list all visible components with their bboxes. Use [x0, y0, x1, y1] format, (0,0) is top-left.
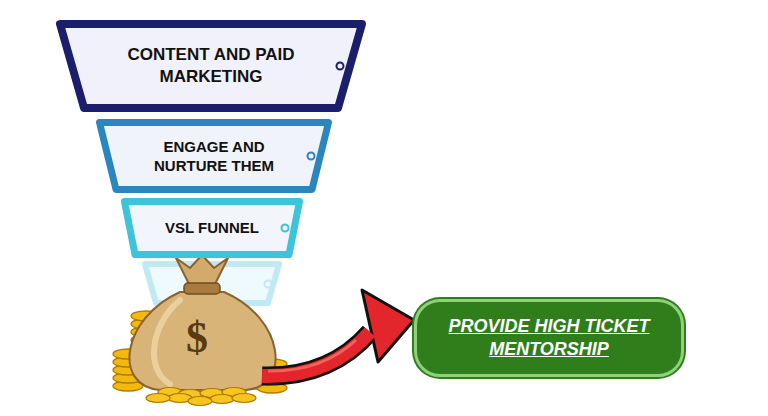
money-bag [129, 255, 275, 390]
band-outline [96, 119, 332, 193]
funnel-band: VSL FUNNEL [121, 198, 303, 258]
band-outline [56, 20, 366, 112]
band-dot [265, 281, 272, 288]
funnel-band: CONTENT AND PAID MARKETING [56, 20, 366, 112]
node-text: CONTENT AND PAID MARKETING [106, 44, 316, 88]
coin-pile [146, 388, 256, 406]
process-box: PROVIDE HIGH TICKET MENTORSHIP [414, 299, 684, 377]
dollar-sign: $ [186, 312, 208, 363]
node-text: ENGAGE AND NURTURE THEM [139, 137, 289, 176]
red-arrow [262, 290, 414, 376]
funnel-band: ENGAGE AND NURTURE THEM [96, 119, 332, 193]
node-text: PROVIDE HIGH TICKET MENTORSHIP [429, 315, 669, 362]
node-text: VSL FUNNEL [165, 218, 259, 238]
